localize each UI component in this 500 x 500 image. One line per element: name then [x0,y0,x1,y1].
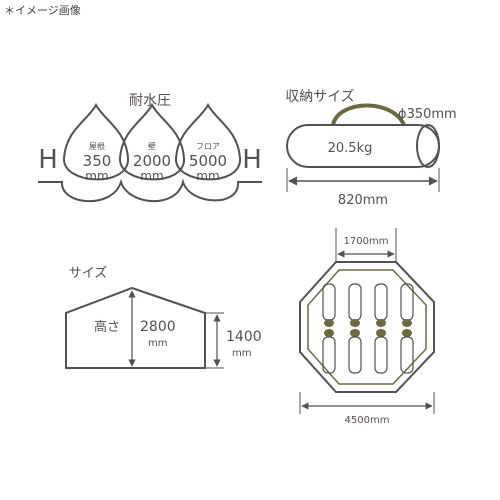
cot [400,336,414,374]
floor-plan-section: 1700mm [299,228,435,426]
drop-wall-part: 壁 [148,141,156,151]
cot [374,283,388,321]
h-left-label: H [38,145,58,175]
drop-roof-part: 屋根 [89,141,105,151]
pillow [350,319,360,327]
storage-length: 820mm [338,193,388,208]
tent-floor-outline [299,261,435,393]
cot [322,283,336,321]
drop-roof-unit: mm [85,169,108,183]
tent-floor-inner [307,269,427,385]
pillow-row-top [324,319,412,327]
drop-wall [118,102,186,181]
pillow [376,319,386,327]
water-pressure-section: 耐水圧 H H 屋根 350 mm 壁 2000 mm フロア 5000 mm [38,93,262,203]
cot [348,336,362,374]
drop-wall-unit: mm [140,169,163,183]
side-height-value: 1400 [226,329,262,345]
drop-floor [174,102,242,181]
bag-end-cap [416,124,440,168]
cot [348,283,362,321]
storage-weight: 20.5kg [328,141,373,156]
side-height-unit: mm [232,348,251,359]
pillow [324,319,334,327]
drop-floor-part: フロア [196,142,220,151]
drop-wall-value: 2000 [133,152,171,170]
cot-row-top [322,283,414,321]
drop-roof-value: 350 [83,152,112,170]
drop-floor-value: 5000 [189,152,227,170]
storage-diameter: ϕ350mm [398,107,457,122]
cot [322,336,336,374]
pillow [324,329,334,337]
cot [374,336,388,374]
water-ground-line [38,178,262,203]
pillow [402,329,412,337]
size-section: サイズ 高さ 2800 mm 1400 mm [65,265,262,369]
height-label: 高さ [94,319,120,335]
h-right-label: H [242,145,262,175]
outer-width-label: 4500mm [345,415,390,426]
pillow-row-bottom [324,329,412,337]
storage-title: 収納サイズ [285,89,355,105]
peak-height-unit: mm [148,338,167,349]
cot-row-bottom [322,336,414,374]
size-title: サイズ [69,265,108,281]
pillow [376,329,386,337]
storage-section: 収納サイズ ϕ350mm 20.5kg 820mm [285,89,457,208]
drop-floor-unit: mm [196,169,219,183]
image-note: ＊イメージ画像 [4,4,81,17]
pillow [350,329,360,337]
water-title: 耐水圧 [129,93,171,109]
drop-roof [62,102,130,181]
bag-handle [331,103,406,126]
pillow [402,319,412,327]
peak-height-value: 2800 [140,319,176,335]
tent-side-profile [65,286,206,369]
inner-width-label: 1700mm [344,236,389,247]
